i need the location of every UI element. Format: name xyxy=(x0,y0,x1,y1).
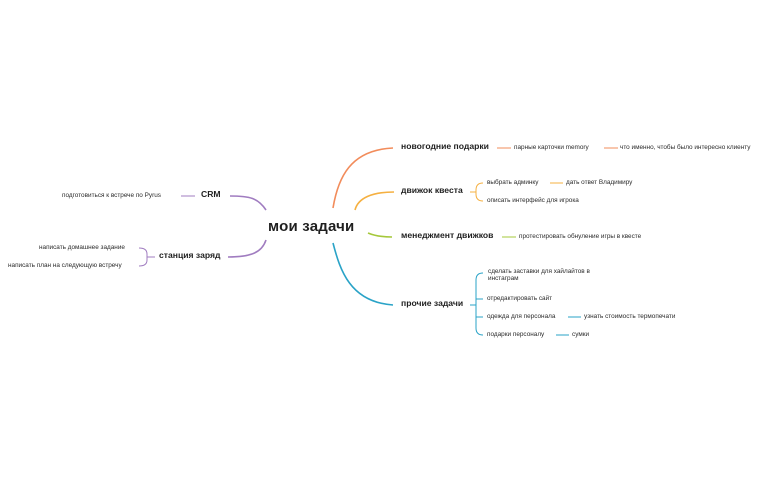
leaf-other-c1[interactable]: сделать заставки для хайлайтов в инстагр… xyxy=(488,268,590,283)
leaf-other-c3-sub[interactable]: узнать стоимость термопечати xyxy=(584,313,676,320)
leaf-mgmt-child[interactable]: протестировать обнуление игры в квесте xyxy=(519,233,642,240)
leaf-gifts-grandchild[interactable]: что именно, чтобы было интересно клиенту xyxy=(620,144,751,151)
connector-engine-bracket xyxy=(470,182,484,202)
connector-mgmt xyxy=(367,232,393,238)
leaf-station-c2[interactable]: написать план на следующую встречу xyxy=(8,262,122,269)
branch-other[interactable]: прочие задачи xyxy=(401,298,464,308)
connector-other xyxy=(332,242,394,306)
leaf-station-c1[interactable]: написать домашнее задание xyxy=(39,244,125,251)
connector-crm xyxy=(229,195,267,211)
branch-station[interactable]: станция заряд xyxy=(159,250,221,260)
connector-station-bracket xyxy=(138,247,155,267)
connector-engine xyxy=(354,191,395,211)
branch-mgmt[interactable]: менеджмент движков xyxy=(401,230,494,240)
branch-gifts[interactable]: новогодние подарки xyxy=(401,141,489,151)
branch-crm[interactable]: CRM xyxy=(201,189,221,199)
branch-engine[interactable]: движок квеста xyxy=(401,185,463,195)
leaf-engine-child2[interactable]: описать интерфейс для игрока xyxy=(487,197,579,204)
leaf-engine-child1[interactable]: выбрать админку xyxy=(487,179,539,186)
leaf-gifts-child[interactable]: парные карточки memory xyxy=(514,144,589,151)
leaf-other-c4-sub[interactable]: сумки xyxy=(572,331,590,338)
leaf-other-c4[interactable]: подарки персоналу xyxy=(487,331,545,338)
connector-station xyxy=(227,239,267,258)
leaf-other-c3[interactable]: одежда для персонала xyxy=(487,313,556,320)
leaf-crm-child[interactable]: подготовиться к встрече по Pyrus xyxy=(62,192,161,199)
root-node[interactable]: мои задачи xyxy=(268,218,355,235)
connector-other-bracket xyxy=(470,272,484,336)
connector-gifts xyxy=(332,147,394,209)
leaf-engine-child1-sub[interactable]: дать ответ Владимиру xyxy=(566,179,633,186)
leaf-other-c2[interactable]: отредактировать сайт xyxy=(487,295,553,302)
